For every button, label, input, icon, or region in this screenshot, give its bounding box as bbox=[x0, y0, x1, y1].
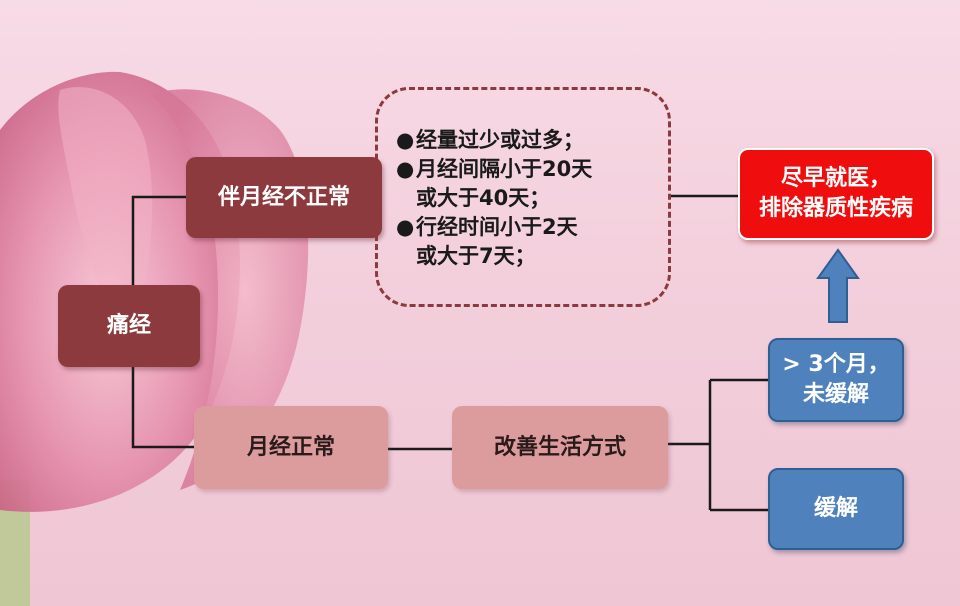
root-node-label: 痛经 bbox=[106, 313, 151, 338]
node-over-3-months-line1: > 3个月， bbox=[782, 352, 890, 377]
symptom-list: ● 经量过少或过多； ● 月经间隔小于20天 或大于40天； ● 行经时间小于2… bbox=[396, 126, 668, 271]
node-normal-menstruation: 月经正常 bbox=[194, 406, 388, 489]
symptom-text: 月经间隔小于20天 bbox=[416, 157, 593, 181]
arrow-up-icon bbox=[816, 248, 860, 323]
symptom-text: 行经时间小于2天 bbox=[416, 215, 578, 239]
node-abnormal-label: 伴月经不正常 bbox=[217, 184, 350, 210]
node-see-doctor-line1: 尽早就医， bbox=[780, 166, 891, 191]
root-node-dysmenorrhea: 痛经 bbox=[58, 285, 200, 367]
bullet-icon: ● bbox=[396, 215, 415, 239]
symptom-item: ● 经量过少或过多； bbox=[396, 126, 668, 155]
node-see-doctor: 尽早就医， 排除器质性疾病 bbox=[738, 148, 934, 240]
symptom-text-continued: 或大于7天； bbox=[416, 244, 536, 268]
symptom-item: ● 月经间隔小于20天 或大于40天； bbox=[396, 155, 668, 213]
symptom-text-continued: 或大于40天； bbox=[416, 186, 551, 210]
node-relieved-label: 缓解 bbox=[813, 496, 858, 521]
symptom-criteria-box: ● 经量过少或过多； ● 月经间隔小于20天 或大于40天； ● 行经时间小于2… bbox=[375, 87, 671, 307]
node-over-3-months: > 3个月， 未缓解 bbox=[768, 338, 904, 422]
symptom-text: 经量过少或过多； bbox=[416, 128, 584, 152]
node-lifestyle-label: 改善生活方式 bbox=[493, 434, 626, 460]
node-see-doctor-line2: 排除器质性疾病 bbox=[758, 196, 913, 221]
node-improve-lifestyle: 改善生活方式 bbox=[452, 406, 668, 489]
bullet-icon: ● bbox=[396, 157, 415, 181]
node-relieved: 缓解 bbox=[768, 468, 904, 550]
node-over-3-months-line2: 未缓解 bbox=[802, 382, 869, 407]
bullet-icon: ● bbox=[396, 128, 415, 152]
node-normal-label: 月经正常 bbox=[246, 434, 335, 460]
node-abnormal-menstruation: 伴月经不正常 bbox=[186, 157, 382, 238]
symptom-item: ● 行经时间小于2天 或大于7天； bbox=[396, 213, 668, 271]
